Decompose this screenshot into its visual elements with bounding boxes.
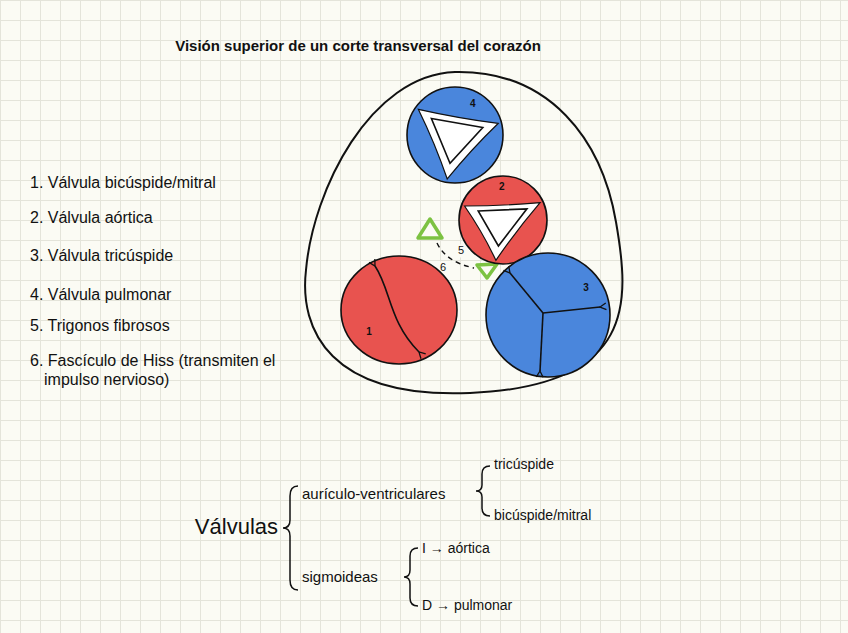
cusp-edges xyxy=(431,118,482,163)
legend-item: 4. Válvula pulmonar xyxy=(30,285,171,304)
fibrous-trigone xyxy=(418,219,442,238)
legend-item: 1. Válvula bicúspide/mitral xyxy=(30,173,216,192)
callout-number: 5 xyxy=(457,244,465,257)
bracket xyxy=(476,466,490,516)
tree-leaf: bicúspide/mitral xyxy=(494,507,591,524)
heart-outline xyxy=(305,72,622,393)
leaflet-line xyxy=(540,313,543,371)
fibrous-trigone xyxy=(477,264,497,278)
valve-lumen xyxy=(418,109,498,179)
legend-item: 5. Trigonos fibrosos xyxy=(30,316,170,335)
valve-shape xyxy=(337,248,461,372)
leaflet-line xyxy=(543,307,600,313)
legend-item: 2. Válvula aórtica xyxy=(30,208,153,227)
legend-item: 6. Fascículo de Hiss (transmiten el impu… xyxy=(30,351,306,389)
tree-branch: aurículo-ventriculares xyxy=(302,485,445,503)
callout-number: 2 xyxy=(499,182,505,192)
leaflet-line xyxy=(504,266,510,273)
valve: 3 xyxy=(482,249,614,381)
tree-branch: sigmoideas xyxy=(302,568,378,586)
valve: 4 xyxy=(403,83,507,187)
valve: 1 xyxy=(337,248,461,372)
diagram-title: Visión superior de un corte transversal … xyxy=(175,37,541,55)
bracket xyxy=(283,486,298,590)
leaflet-line xyxy=(510,273,543,313)
callout-number: 4 xyxy=(470,99,476,109)
valve-shape xyxy=(403,83,507,187)
tree-leaf: tricúspide xyxy=(494,456,554,473)
leaflet-line xyxy=(419,352,426,359)
valve-lumen xyxy=(465,203,541,261)
leaflet-line xyxy=(369,259,375,266)
tree-root: Válvulas xyxy=(195,514,278,540)
legend-item: 3. Válvula tricúspide xyxy=(30,246,173,265)
valve-shape xyxy=(482,249,614,381)
callout-number: 1 xyxy=(366,327,372,337)
callout-number: 3 xyxy=(583,283,589,293)
leaflet-line xyxy=(375,266,419,352)
bracket xyxy=(404,548,418,606)
valve-ring xyxy=(407,87,503,183)
cusp-edges xyxy=(478,209,527,246)
leaflet-line xyxy=(600,303,606,310)
tree-leaf: D → pulmonar xyxy=(422,597,512,614)
valve-ring xyxy=(486,253,610,377)
valve-ring xyxy=(459,176,547,264)
tree-leaf: I → aórtica xyxy=(422,540,490,557)
leaflet-line xyxy=(536,371,543,377)
valve-ring xyxy=(341,256,457,364)
